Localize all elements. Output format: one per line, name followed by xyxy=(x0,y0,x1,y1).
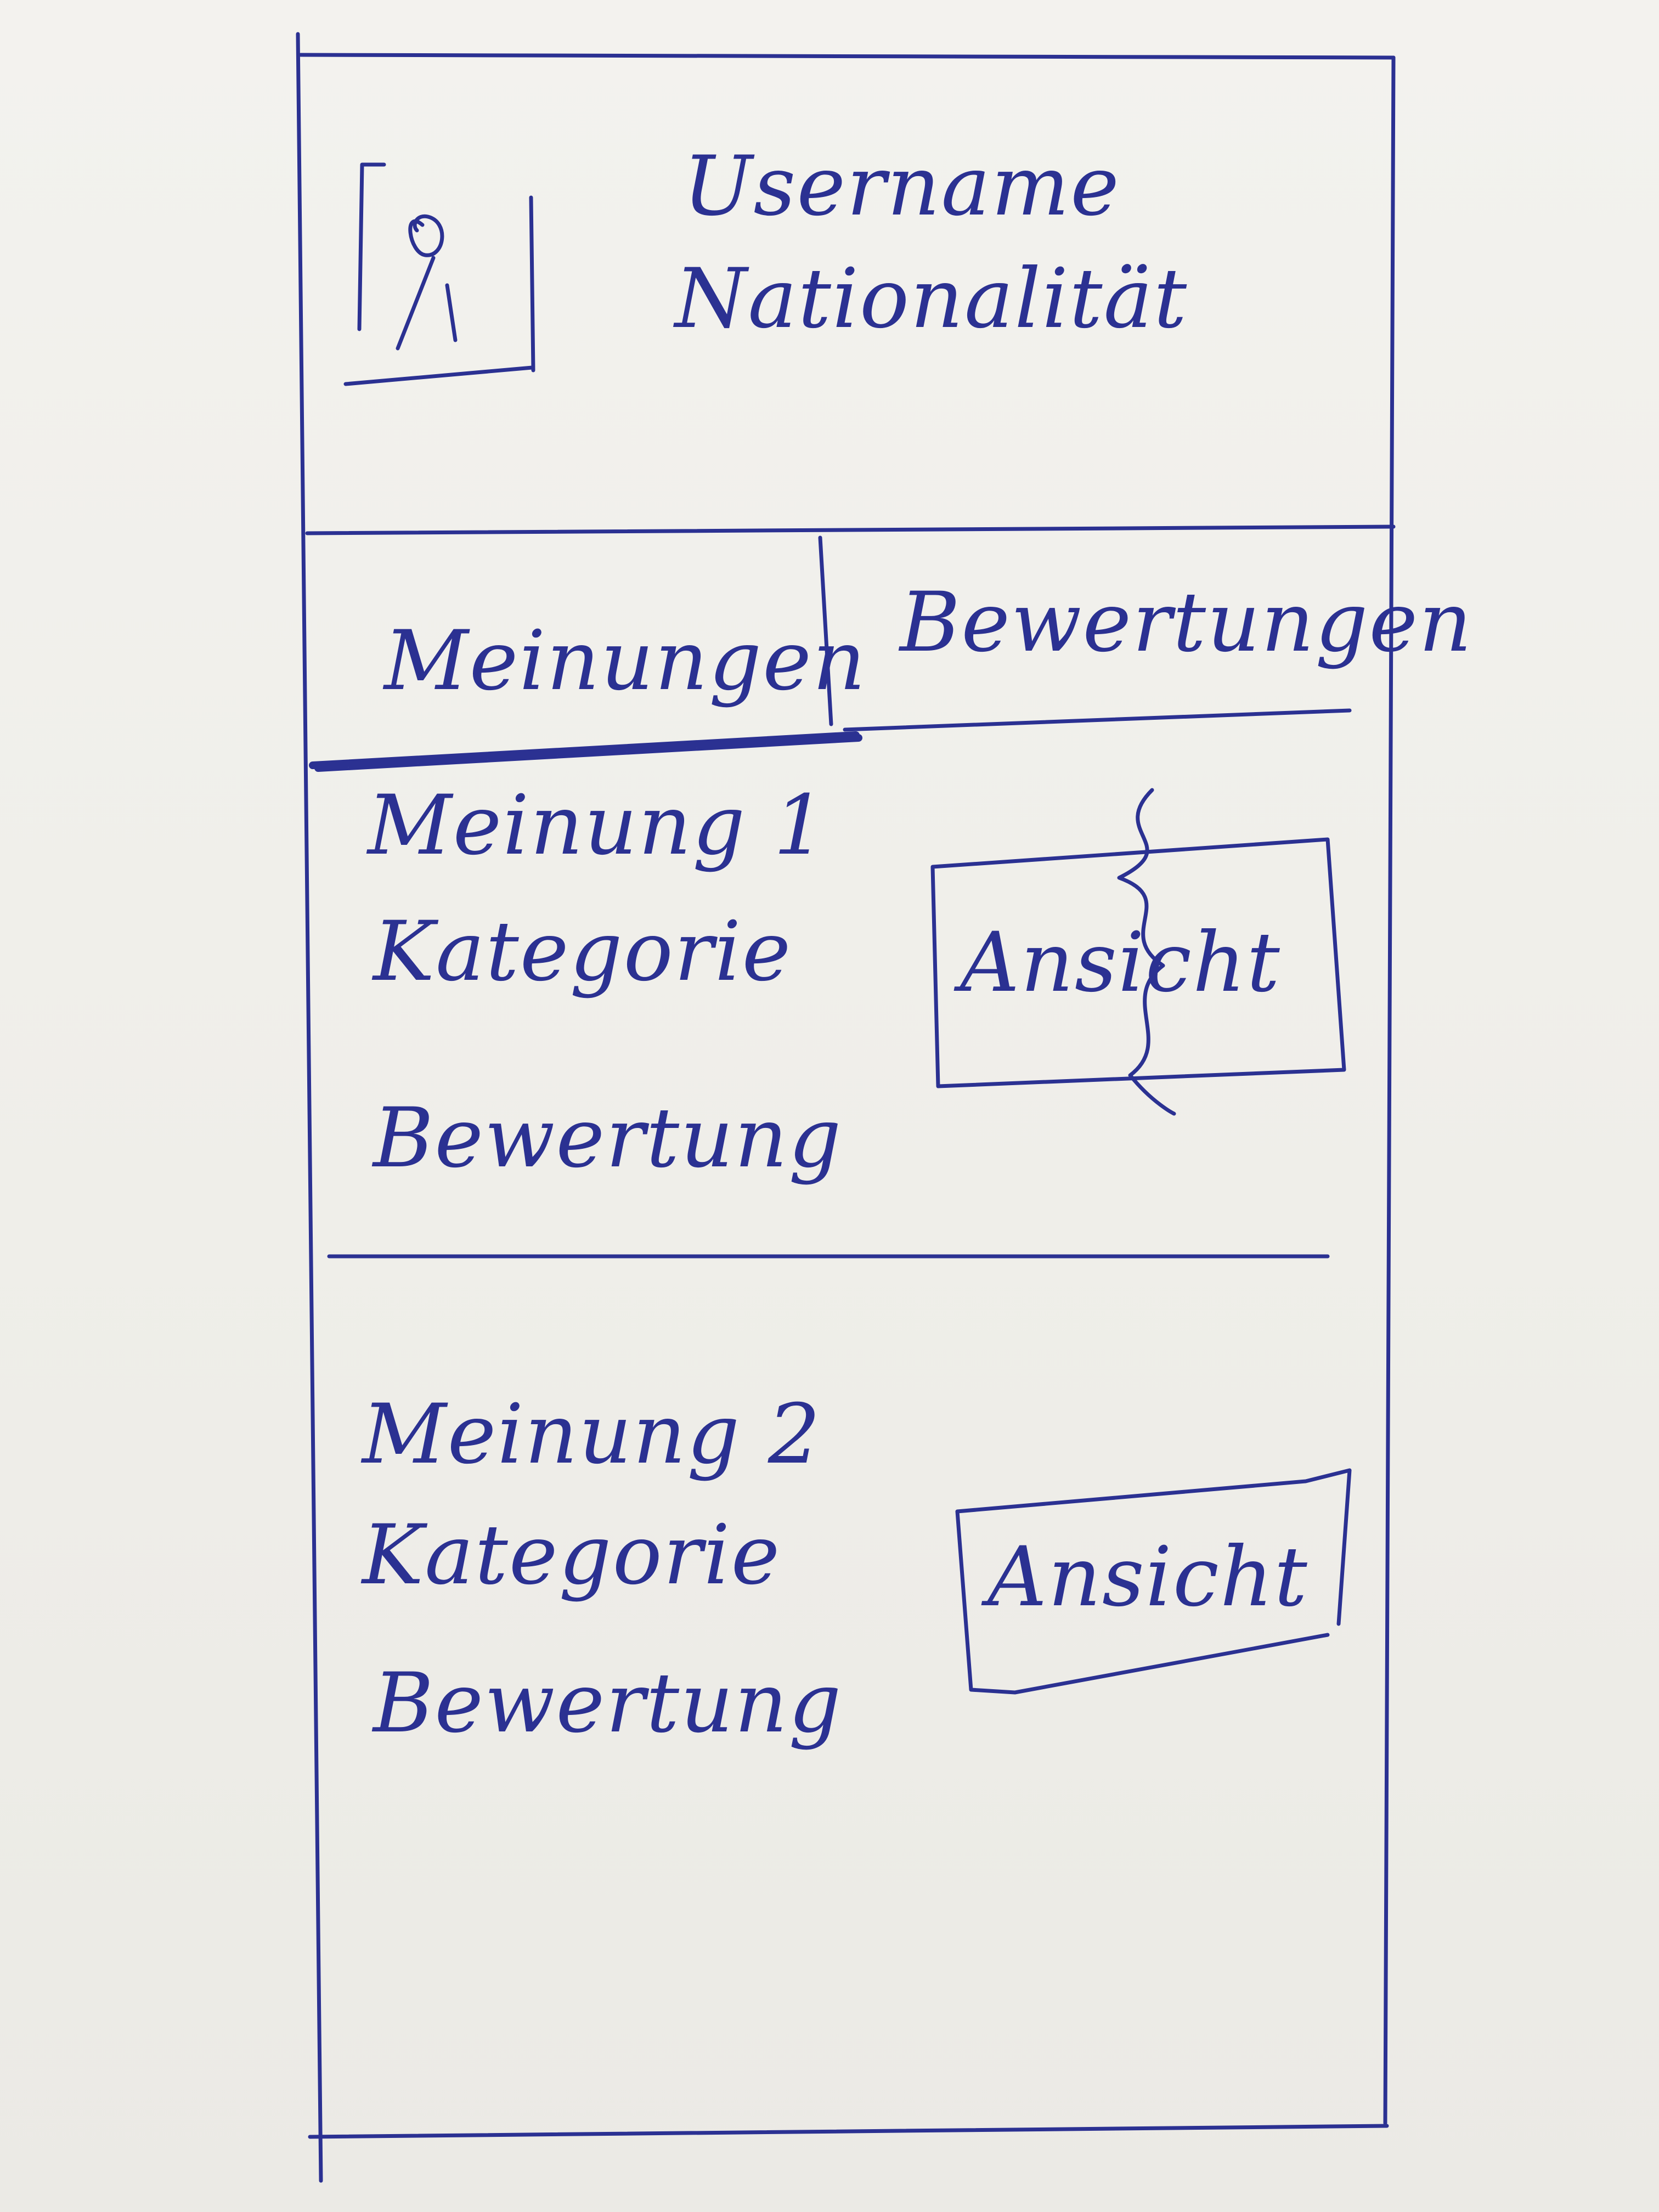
phone-frame-top-edge xyxy=(298,53,1396,60)
avatar-person-head xyxy=(408,214,444,257)
header-divider xyxy=(305,524,1396,535)
tab-bewertungen-label: Bewertungen xyxy=(900,575,1473,670)
opinion-category: Kategorie xyxy=(362,1508,781,1603)
username-text: Username xyxy=(683,139,1120,234)
opinion-category: Kategorie xyxy=(373,904,792,1000)
phone-frame-left-edge xyxy=(296,32,323,2183)
opinion-title: Meinung 2 xyxy=(362,1387,822,1482)
tabs-bottom-line xyxy=(843,708,1352,732)
ansicht-button-label: Ansicht xyxy=(988,1530,1308,1625)
ansicht-button-2 xyxy=(955,1468,1352,1695)
user-avatar-icon xyxy=(346,159,538,390)
ansicht-button-1-scribble xyxy=(1117,788,1176,1116)
tab-meinungen-label: Meinungen xyxy=(384,613,867,709)
opinion-title: Meinung 1 xyxy=(368,778,827,873)
nationality-text: Nationalität xyxy=(675,251,1188,347)
avatar-person-body xyxy=(396,256,458,351)
avatar-frame xyxy=(343,162,535,386)
opinion-rating: Bewertung xyxy=(373,1091,843,1186)
opinion-rating: Bewertung xyxy=(373,1656,843,1751)
ansicht-button-label: Ansicht xyxy=(960,915,1281,1011)
tab-separator xyxy=(818,535,833,726)
ansicht-button-1 xyxy=(930,837,1346,1088)
phone-frame-bottom-edge xyxy=(308,2124,1389,2139)
active-tab-underline xyxy=(309,731,862,772)
phone-frame-right-edge xyxy=(1383,55,1396,2125)
